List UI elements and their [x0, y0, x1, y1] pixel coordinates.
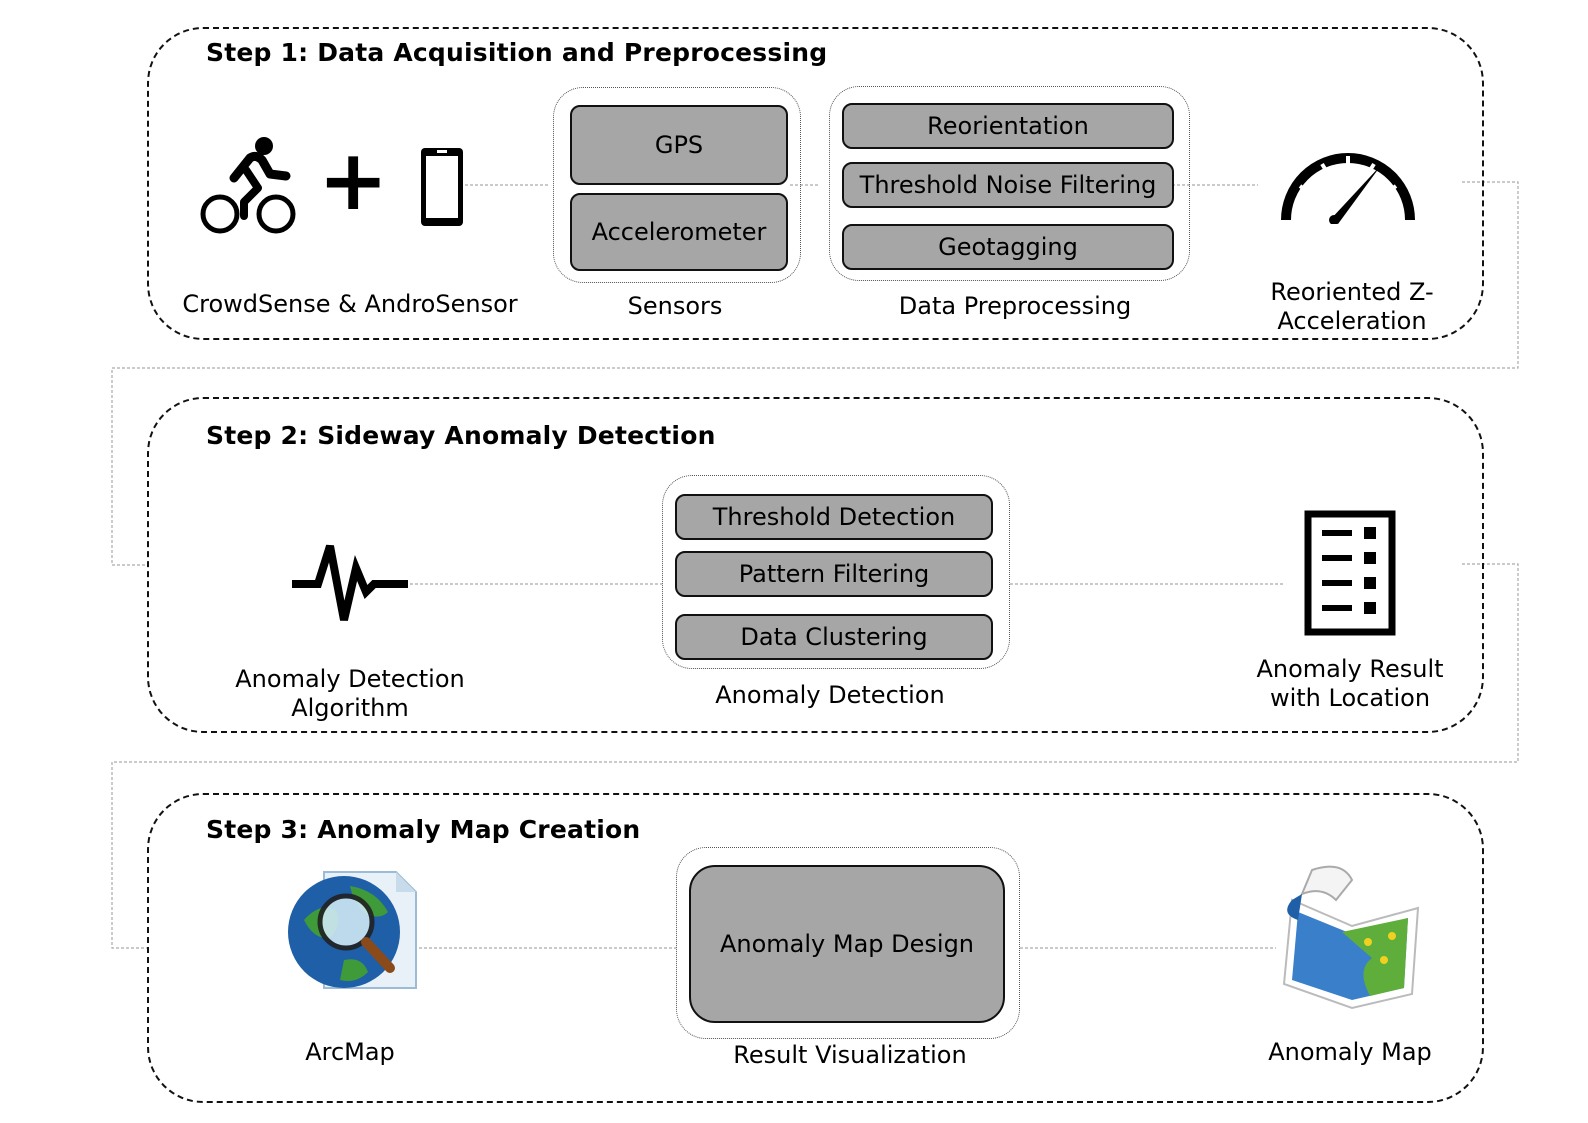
cyclist-icon: [200, 137, 296, 234]
algorithm-label-line1: Anomaly Detection: [235, 665, 465, 693]
preprocessing-group: [829, 86, 1190, 281]
result-label-line1: Anomaly Result: [1256, 655, 1444, 683]
data-clustering-box: Data Clustering: [675, 614, 993, 660]
sensors-label: Sensors: [627, 292, 723, 320]
reorientation-box: Reorientation: [842, 103, 1174, 149]
geotagging-box: Geotagging: [842, 224, 1174, 270]
anomaly-map-design-box: Anomaly Map Design: [689, 865, 1005, 1023]
pattern-filtering-box: Pattern Filtering: [675, 551, 993, 597]
sensors-group: [553, 87, 801, 283]
algorithm-label-line2: Algorithm: [291, 694, 409, 722]
step3-title: Step 3: Anomaly Map Creation: [206, 815, 641, 844]
detection-label: Anomaly Detection: [715, 681, 945, 709]
gps-box: GPS: [570, 105, 788, 185]
threshold-noise-filtering-box: Threshold Noise Filtering: [842, 162, 1174, 208]
smartphone-icon: [421, 148, 463, 226]
output-label-line1: Reoriented Z-: [1270, 278, 1434, 306]
step2-title: Step 2: Sideway Anomaly Detection: [206, 421, 716, 450]
checklist-icon: [1304, 510, 1396, 636]
speedometer-icon: [1281, 153, 1415, 224]
detection-group: [662, 475, 1010, 669]
step3-panel: [147, 793, 1484, 1103]
plus-sign: +: [318, 131, 389, 229]
arcmap-globe-icon: [288, 871, 417, 989]
output-map-label: Anomaly Map: [1268, 1038, 1432, 1066]
step1-panel: [147, 27, 1484, 340]
accelerometer-box: Accelerometer: [570, 193, 788, 271]
output-label-line2: Acceleration: [1277, 307, 1427, 335]
pulse-wave-icon: [292, 544, 408, 621]
result-label-line2: with Location: [1269, 684, 1431, 712]
tool-label: ArcMap: [305, 1038, 395, 1066]
step1-title: Step 1: Data Acquisition and Preprocessi…: [206, 38, 828, 67]
threshold-detection-box: Threshold Detection: [675, 494, 993, 540]
preprocessing-label: Data Preprocessing: [898, 292, 1132, 320]
visualization-label: Result Visualization: [733, 1041, 967, 1069]
step2-panel: [147, 397, 1484, 733]
visualization-group: [676, 847, 1020, 1039]
anomaly-map-icon: [1282, 865, 1420, 1010]
source-label: CrowdSense & AndroSensor: [182, 290, 518, 318]
